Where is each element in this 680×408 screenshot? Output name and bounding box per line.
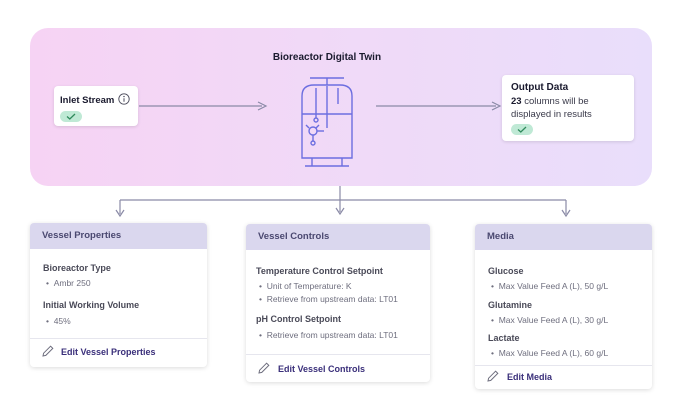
card-divider (246, 354, 430, 355)
output-data-title: Output Data (511, 82, 569, 93)
media-title: Media (475, 224, 652, 250)
arrow-right-icon (139, 101, 268, 111)
arrow-right-icon (376, 101, 502, 111)
status-badge (511, 124, 533, 135)
lactate-label: Lactate (488, 333, 520, 343)
edit-vessel-controls-link[interactable]: Edit Vessel Controls (278, 364, 366, 374)
pencil-icon[interactable] (41, 344, 55, 358)
output-summary-text: columns will be (521, 96, 589, 107)
ph-setpoint-label: pH Control Setpoint (256, 314, 341, 324)
status-badge (60, 111, 82, 122)
bioreactor-icon (301, 77, 353, 167)
vessel-properties-card: Vessel Properties Bioreactor Type • Ambr… (30, 223, 207, 367)
check-icon (517, 126, 527, 133)
edit-vessel-properties-link[interactable]: Edit Vessel Properties (61, 347, 156, 357)
glucose-label: Glucose (488, 266, 524, 276)
vessel-controls-card: Vessel Controls Temperature Control Setp… (246, 224, 430, 382)
initial-working-volume-label: Initial Working Volume (43, 300, 140, 310)
page-title: Bioreactor Digital Twin (272, 52, 382, 63)
temperature-setpoint-label: Temperature Control Setpoint (256, 266, 383, 276)
output-summary-text-2: displayed in results (511, 109, 592, 120)
check-icon (66, 113, 76, 120)
ph-source-item: • Retrieve from upstream data: LT01 (259, 330, 398, 340)
output-column-count: 23 (511, 96, 522, 107)
glutamine-value: • Max Value Feed A (L), 30 g/L (491, 315, 609, 325)
output-data-card[interactable]: Output Data 23 columns will be displayed… (502, 75, 634, 141)
temperature-unit-item: • Unit of Temperature: K (259, 281, 352, 291)
initial-working-volume-value: • 45% (46, 316, 71, 326)
card-divider (30, 338, 207, 339)
lactate-value: • Max Value Feed A (L), 60 g/L (491, 348, 609, 358)
glutamine-label: Glutamine (488, 300, 533, 310)
glucose-value: • Max Value Feed A (L), 50 g/L (491, 281, 609, 291)
output-data-summary: 23 columns will be (511, 96, 589, 107)
edit-media-link[interactable]: Edit Media (507, 372, 553, 382)
inlet-stream-label: Inlet Stream (60, 95, 115, 106)
temperature-source-item: • Retrieve from upstream data: LT01 (259, 294, 398, 304)
media-card: Media Glucose • Max Value Feed A (L), 50… (475, 224, 652, 389)
vessel-controls-title: Vessel Controls (246, 224, 430, 250)
vessel-properties-title: Vessel Properties (30, 223, 207, 249)
info-icon[interactable] (118, 93, 130, 105)
bioreactor-type-label: Bioreactor Type (43, 263, 111, 273)
card-divider (475, 365, 652, 366)
pencil-icon[interactable] (257, 361, 271, 375)
pencil-icon[interactable] (486, 369, 500, 383)
bioreactor-type-value: • Ambr 250 (46, 278, 91, 288)
inlet-stream-card[interactable]: Inlet Stream (54, 86, 138, 126)
arrow-down-icon (115, 186, 571, 218)
